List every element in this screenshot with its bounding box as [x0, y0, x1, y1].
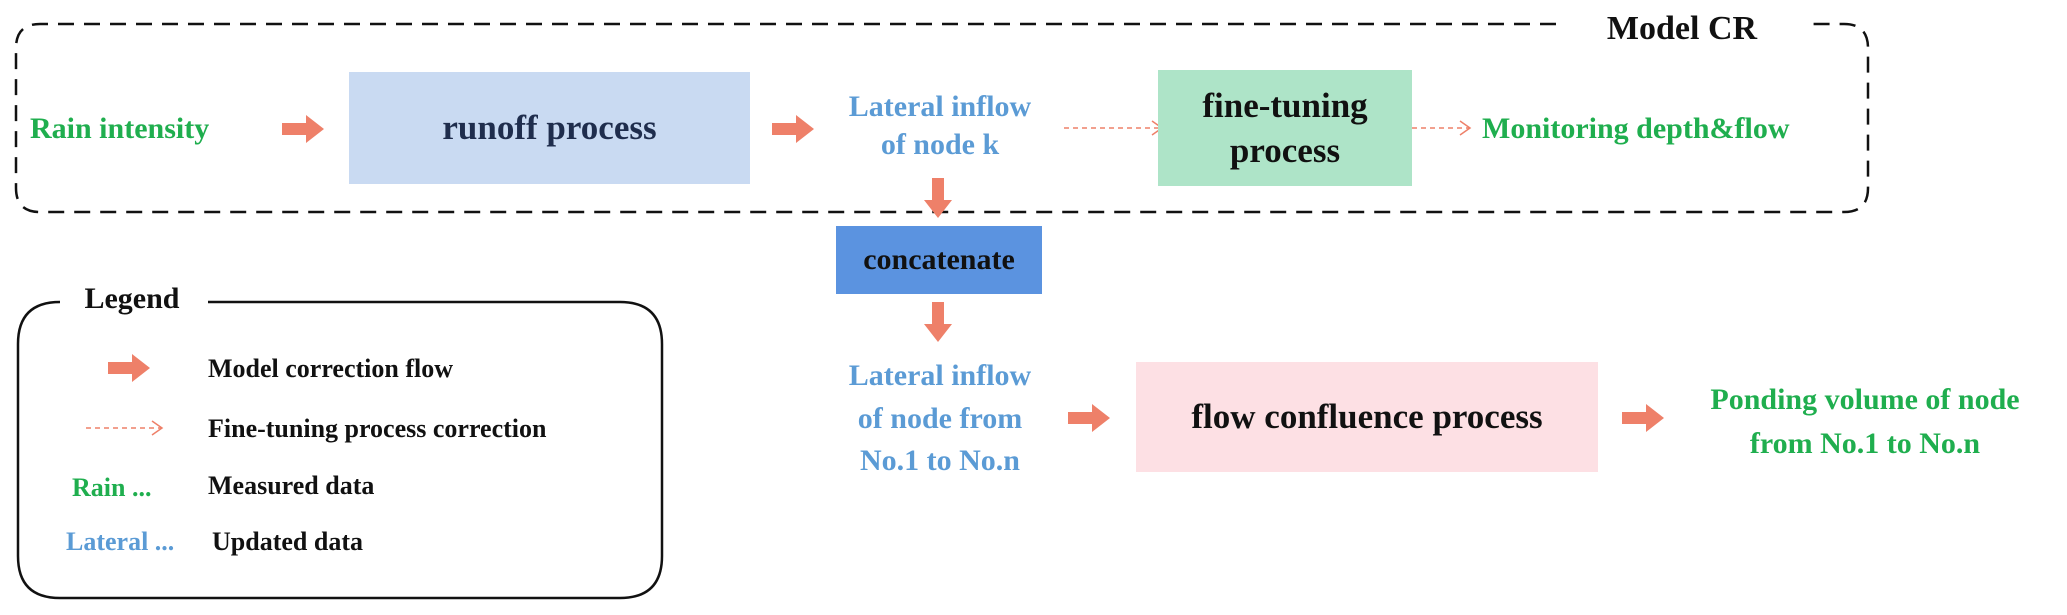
- lateral-inflow-all-line-3: No.1 to No.n: [859, 444, 1020, 478]
- runoff-process-box: runoff process: [349, 72, 750, 184]
- lateral-inflow-node-k: Lateral inflow of node k: [812, 88, 1068, 163]
- fine-tuning-process-label: fine-tuning process: [1202, 83, 1367, 174]
- legend-dashed-arrow-icon: [86, 420, 164, 436]
- lateral-inflow-all-line-2: of node from: [857, 401, 1023, 435]
- lateral-inflow-k-line-1: Lateral inflow: [848, 90, 1032, 123]
- arrow-concat-down: [924, 302, 952, 342]
- lateral-inflow-all-line-1: Lateral inflow: [848, 359, 1032, 392]
- arrow-confluence-to-ponding: [1622, 404, 1664, 432]
- rain-intensity-text: Rain intensity: [30, 112, 210, 145]
- flow-confluence-process-box: flow confluence process: [1136, 362, 1598, 472]
- legend-frame: [16, 300, 664, 600]
- concatenate-label: concatenate: [863, 243, 1015, 276]
- lateral-inflow-all-nodes: Lateral inflow of node from No.1 to No.n: [812, 355, 1068, 483]
- fine-tuning-line-2: process: [1229, 131, 1341, 170]
- legend-title: Legend: [84, 282, 180, 315]
- legend-symbol-measured: Rain ...: [72, 473, 152, 502]
- legend-symbol-updated: Lateral ...: [66, 527, 175, 556]
- legend-item-model-correction-flow: Model correction flow: [208, 354, 453, 383]
- arrow-lateral-down: [924, 178, 952, 218]
- ponding-volume-line-1: Ponding volume of node: [1710, 383, 2020, 416]
- legend-item-measured-data: Measured data: [208, 471, 375, 500]
- arrow-runoff-to-lateral: [772, 115, 814, 143]
- runoff-process-label: runoff process: [442, 108, 657, 147]
- ponding-volume-line-2: from No.1 to No.n: [1749, 426, 1981, 460]
- fine-tuning-line-1: fine-tuning: [1202, 85, 1368, 125]
- legend-solid-arrow-icon: [108, 354, 150, 382]
- ponding-volume-text: Ponding volume of node from No.1 to No.n: [1670, 378, 2060, 465]
- dashed-arrow-lateral-to-finetune: [1064, 120, 1164, 136]
- fine-tuning-process-box: fine-tuning process: [1158, 70, 1412, 186]
- legend-item-updated-data: Updated data: [212, 527, 363, 556]
- dashed-arrow-finetune-to-monitoring: [1412, 120, 1472, 136]
- model-cr-label: Model CR: [1606, 10, 1758, 47]
- arrow-rain-to-runoff: [282, 115, 324, 143]
- legend-item-fine-tuning-correction: Fine-tuning process correction: [208, 414, 547, 443]
- flow-confluence-process-label: flow confluence process: [1191, 397, 1543, 436]
- lateral-inflow-k-line-2: of node k: [880, 127, 1000, 161]
- arrow-lateral-to-confluence: [1068, 404, 1110, 432]
- concatenate-box: concatenate: [836, 226, 1042, 294]
- monitoring-depth-flow-text: Monitoring depth&flow: [1482, 112, 1790, 145]
